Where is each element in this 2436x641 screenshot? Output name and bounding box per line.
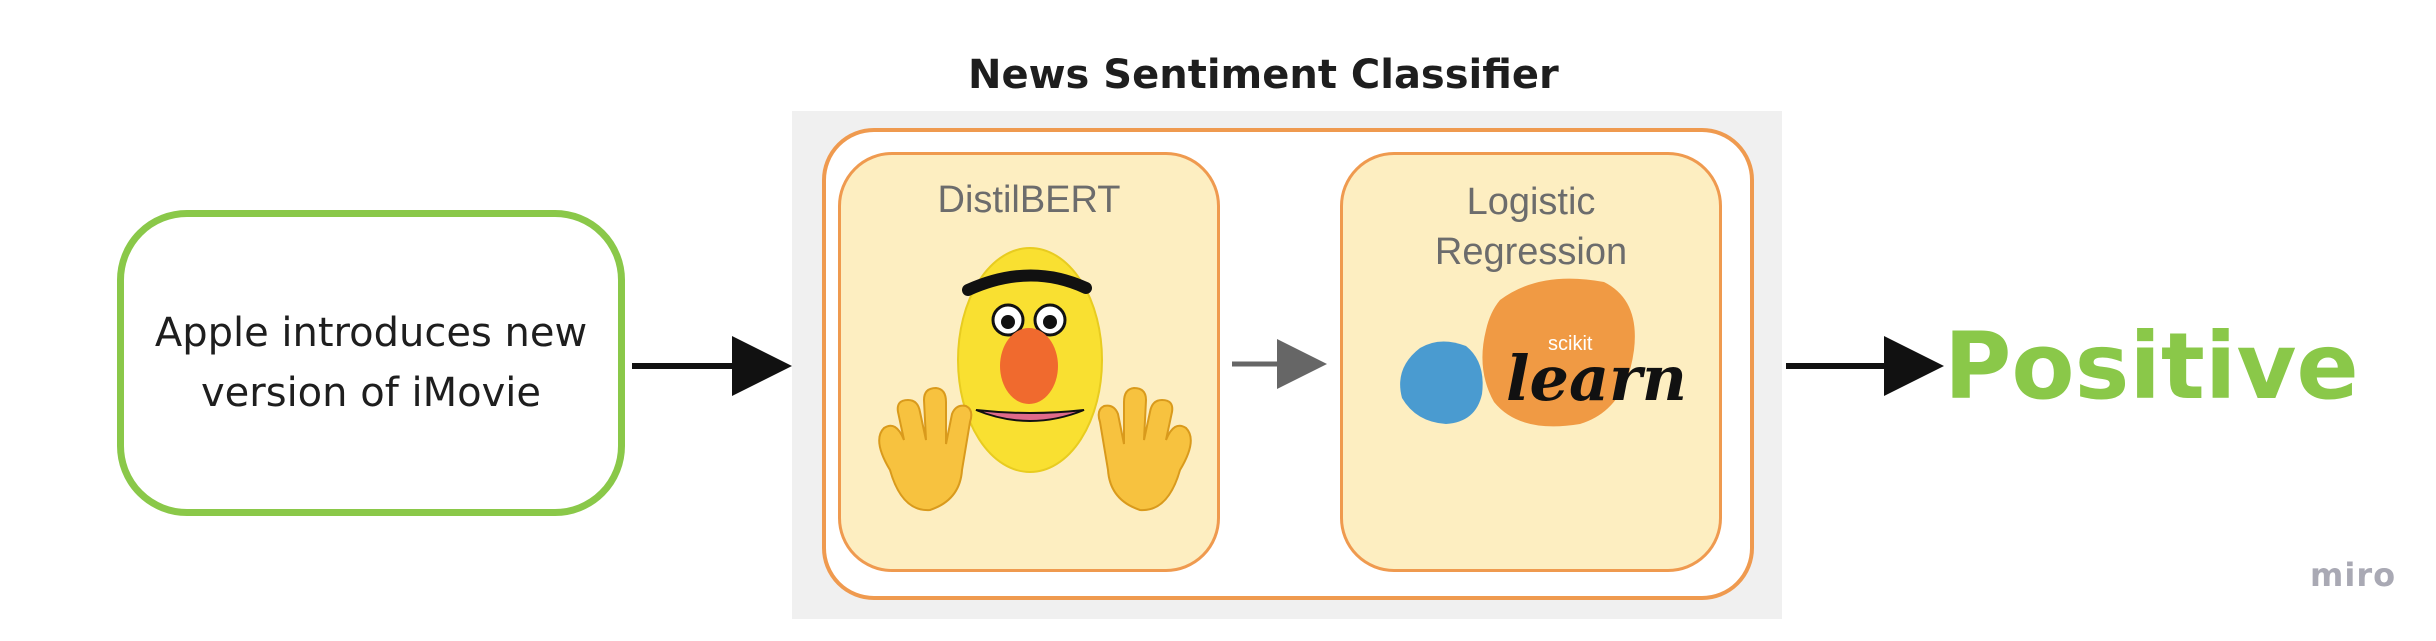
- distilbert-label: DistilBERT: [937, 179, 1121, 221]
- logistic-label-line1: Logistic: [1466, 181, 1596, 223]
- miro-watermark: miro: [2310, 556, 2397, 594]
- waving-hand-icon: [878, 386, 973, 512]
- output-label: Positive: [1944, 313, 2359, 420]
- waving-hand-icon: [1097, 386, 1192, 512]
- sklearn-logo-icon: scikit learn: [1400, 278, 1687, 427]
- sklearn-small-text: scikit: [1548, 333, 1593, 355]
- bert-muppet-face-icon: [957, 247, 1103, 473]
- input-sentence-box: Apple introduces new version of iMovie: [117, 210, 625, 516]
- input-sentence-text: Apple introduces new version of iMovie: [154, 310, 588, 416]
- logistic-label-line2: Regression: [1434, 231, 1628, 273]
- sklearn-big-text: learn: [1506, 342, 1687, 415]
- diagram-title-text: News Sentiment Classifier: [968, 52, 1559, 98]
